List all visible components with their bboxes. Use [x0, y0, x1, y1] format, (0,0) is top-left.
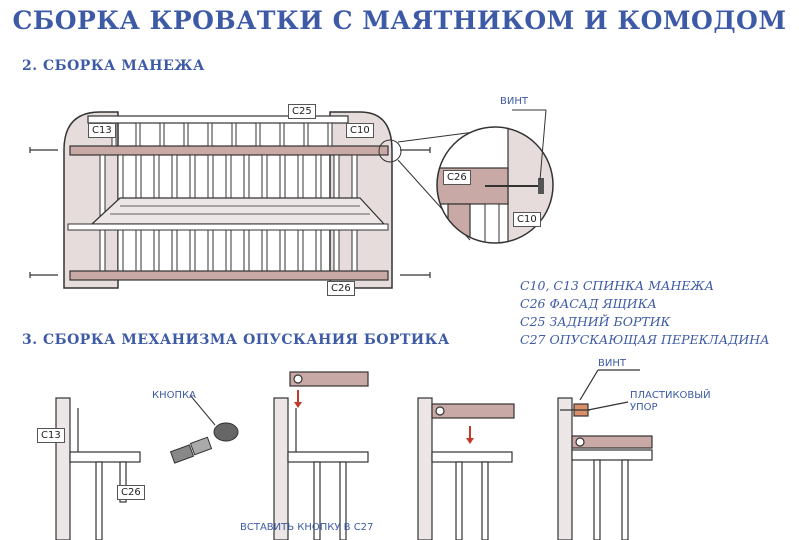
button-part — [169, 394, 239, 464]
legend-item: C26 ФАСАД ЯЩИКА — [520, 296, 657, 311]
label-plastic-stop-1: ПЛАСТИКОВЫЙ — [630, 390, 711, 401]
step4-drawing — [557, 369, 653, 540]
section-heading-mechanism: 3. СБОРКА МЕХАНИЗМА ОПУСКАНИЯ БОРТИКА — [22, 332, 450, 348]
legend-item: C27 ОПУСКАЮЩАЯ ПЕРЕКЛАДИНА — [520, 332, 770, 347]
label-button: КНОПКА — [152, 390, 196, 401]
tag-c10: C10 — [346, 123, 374, 138]
step2-drawing — [273, 371, 369, 540]
rail-c25 — [87, 115, 349, 124]
legend-item: C25 ЗАДНИЙ БОРТИК — [520, 314, 671, 329]
section-heading-crib: 2. СБОРКА МАНЕЖА — [22, 58, 205, 74]
rail-top-front — [69, 145, 389, 156]
parts-legend: C10, C13 СПИНКА МАНЕЖА C26 ФАСАД ЯЩИКА C… — [520, 277, 770, 349]
screws — [29, 147, 431, 278]
rail-c26 — [69, 270, 389, 281]
label-screw-top: ВИНТ — [500, 96, 528, 107]
label-insert-button: ВСТАВИТЬ КНОПКУ В С27 — [240, 522, 374, 533]
legend-item: C10, C13 СПИНКА МАНЕЖА — [520, 278, 715, 293]
tag-c13: C13 — [88, 123, 116, 138]
zoom-detail — [437, 127, 553, 243]
tag-c26: C26 — [327, 281, 355, 296]
tag-zoom-c10: C10 — [513, 212, 541, 227]
page-title: СБОРКА КРОВАТКИ С МАЯТНИКОМ И КОМОДОМ — [12, 6, 787, 35]
tag-zoom-c26: C26 — [443, 170, 471, 185]
tag-c25: C25 — [288, 104, 316, 119]
mattress-base — [90, 197, 386, 225]
label-screw-step4: ВИНТ — [598, 358, 626, 369]
step3-drawing — [417, 397, 515, 540]
tag-step1-c26: C26 — [117, 485, 145, 500]
headboard-left — [63, 111, 119, 289]
label-plastic-stop-2: УПОР — [630, 402, 658, 413]
step1-drawing — [55, 397, 141, 540]
tag-step1-c13: C13 — [37, 428, 65, 443]
